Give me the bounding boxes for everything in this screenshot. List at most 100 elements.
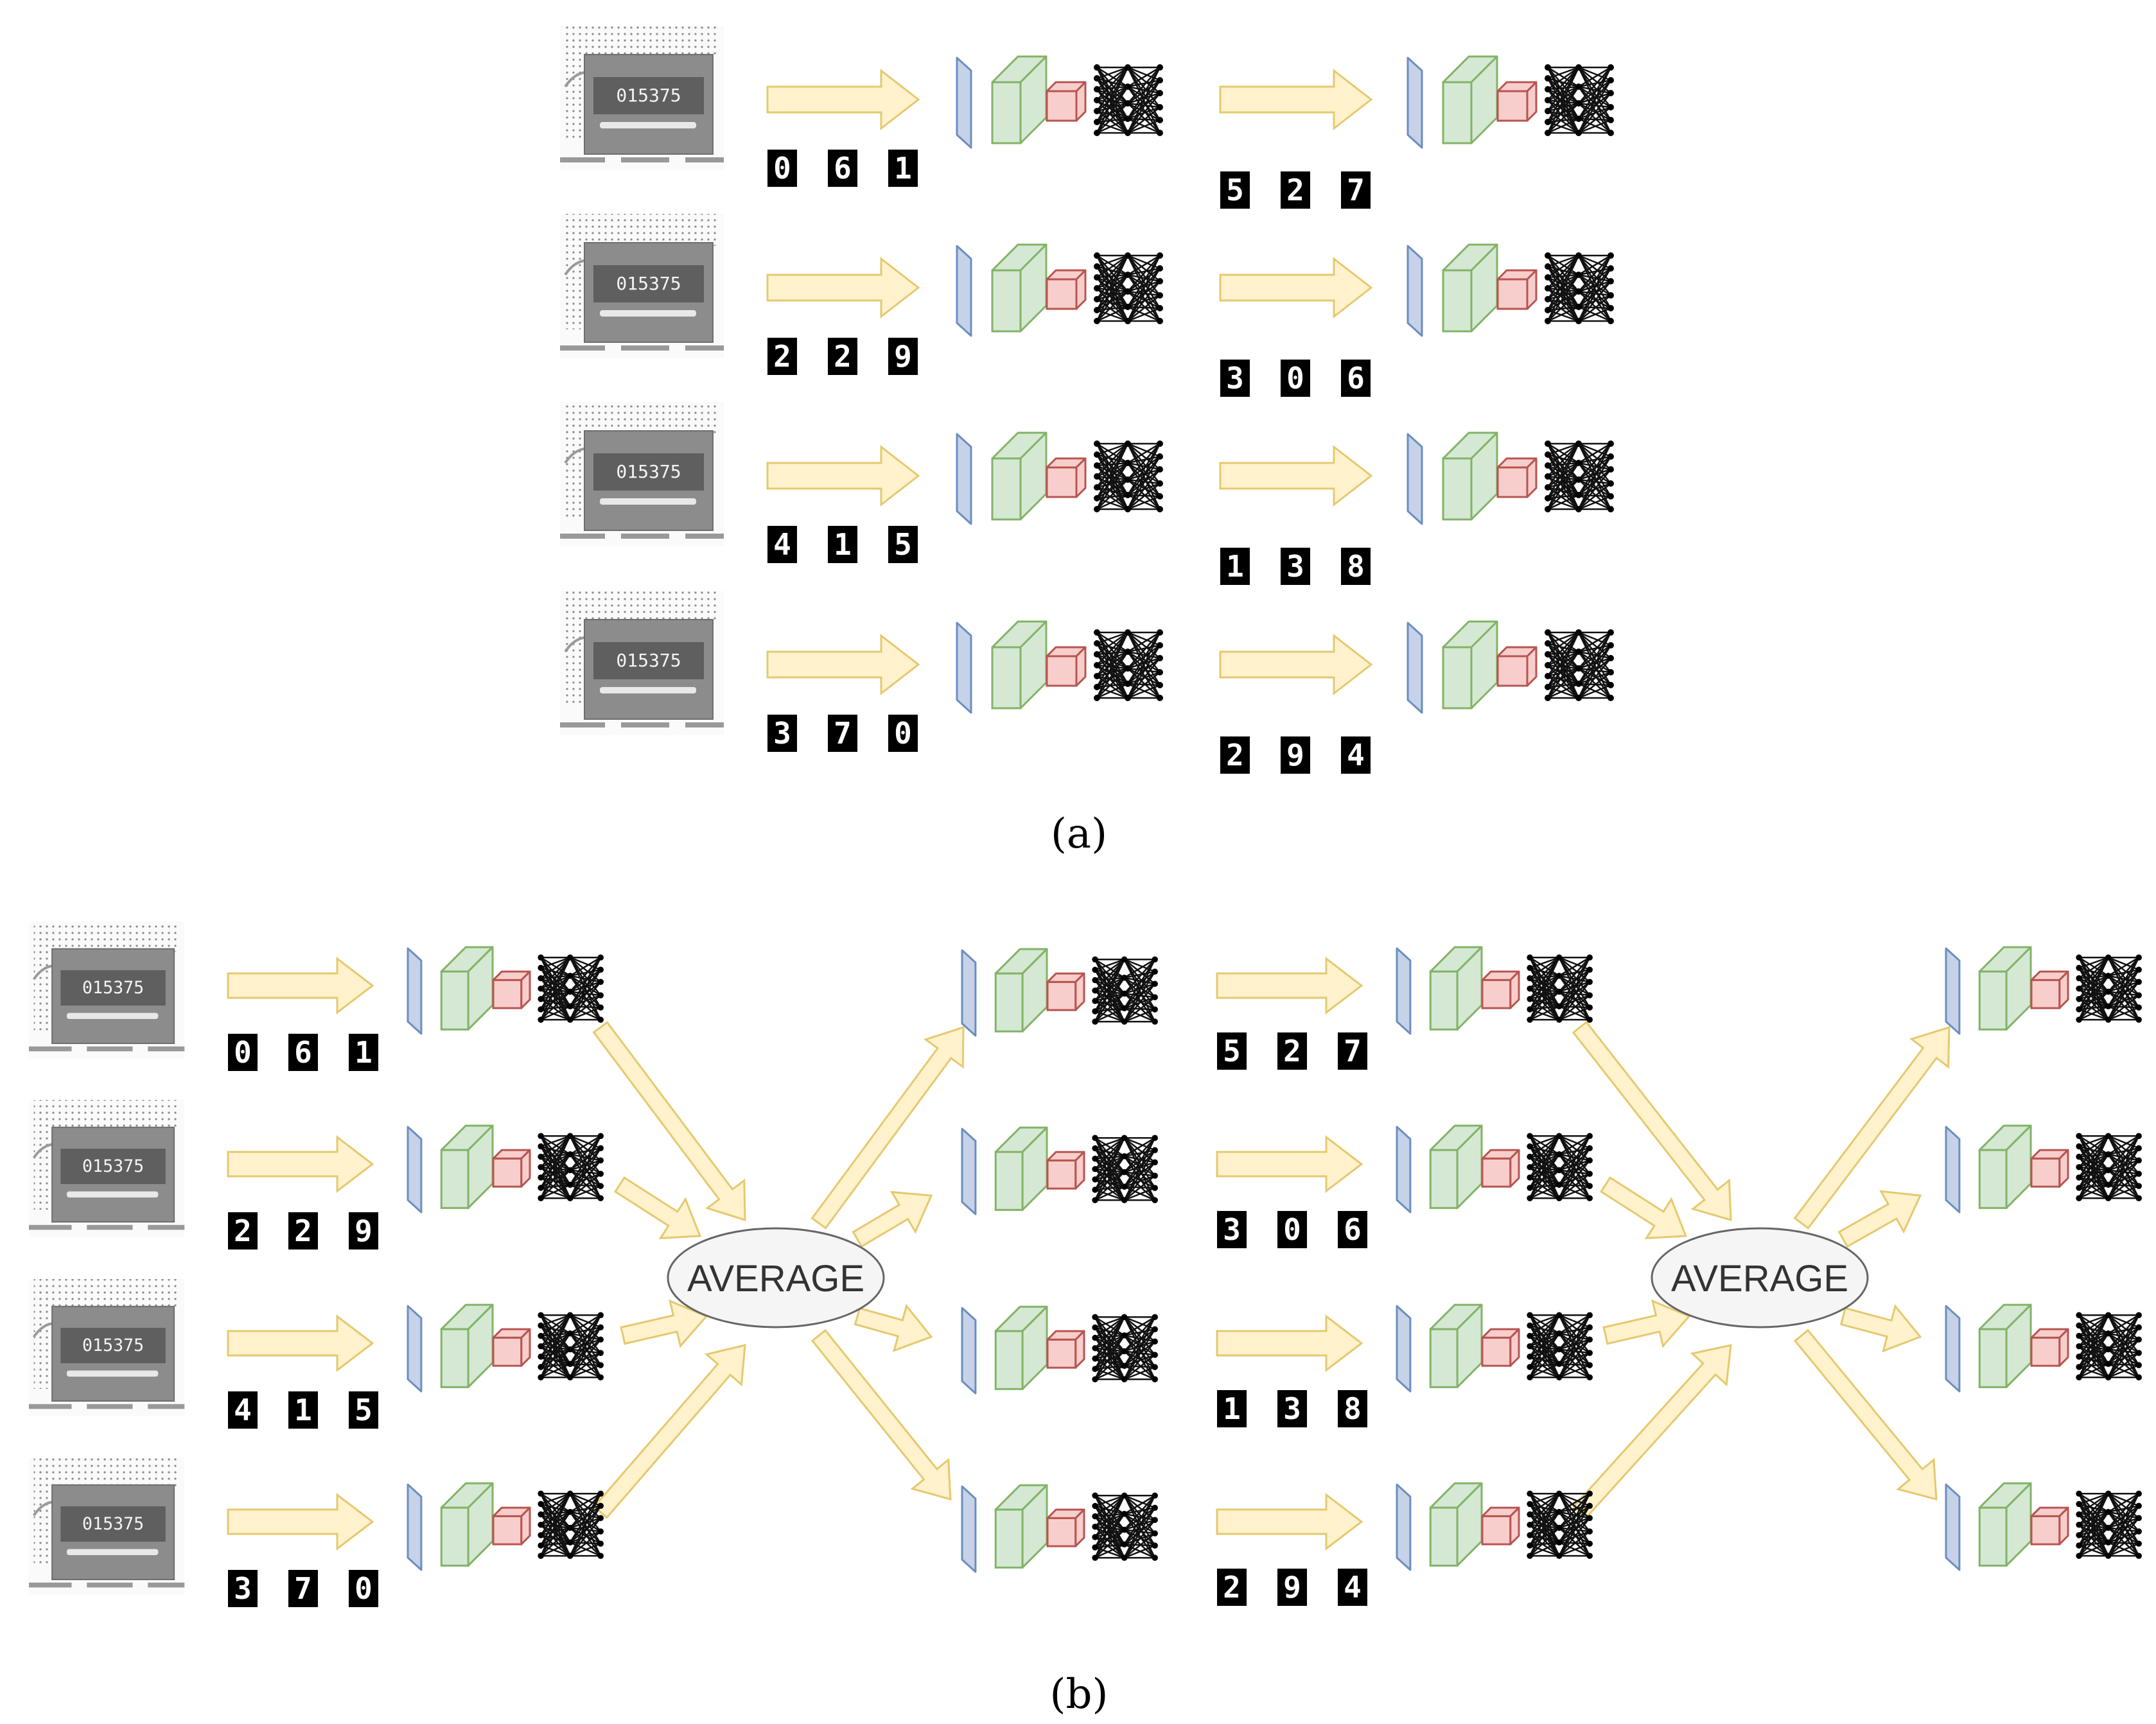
meter-reading: 015375 <box>616 85 681 106</box>
digit-tile <box>767 338 797 375</box>
digit-tile <box>349 1212 378 1249</box>
right-arrow <box>1219 444 1373 507</box>
right-arrow <box>1219 633 1373 696</box>
digit-tile <box>1217 1390 1247 1427</box>
digit-label: 5 <box>894 527 912 562</box>
digit-tile <box>349 1034 378 1071</box>
digit-label: 6 <box>1344 1212 1362 1247</box>
digit-tile <box>1217 1569 1247 1606</box>
meter-image: 015375 <box>560 591 724 735</box>
cnn-model <box>956 55 1163 149</box>
average-label: AVERAGE <box>687 1258 864 1300</box>
digit-label: 0 <box>1283 1212 1301 1247</box>
right-arrow <box>1219 68 1373 131</box>
meter-reading: 015375 <box>616 461 681 482</box>
cnn-model <box>1396 1482 1593 1571</box>
meter-image: 015375 <box>29 1100 185 1237</box>
arrow-from-average <box>1793 1328 1938 1501</box>
arrow-from-average <box>1839 1304 1922 1353</box>
digit-tile <box>1338 1569 1367 1606</box>
digit-tile <box>1217 1211 1247 1248</box>
cnn-model <box>1945 1482 2142 1571</box>
right-arrow <box>1216 1314 1363 1373</box>
cnn-model <box>1396 1124 1593 1214</box>
digit-tile <box>228 1570 258 1607</box>
digit-label: 6 <box>1347 361 1365 396</box>
meter-image: 015375 <box>560 402 724 546</box>
digit-label: 9 <box>1286 738 1304 772</box>
digit-label: 0 <box>773 151 791 186</box>
digit-label: 7 <box>1347 173 1365 207</box>
digit-tile <box>288 1212 318 1249</box>
digit-label: 2 <box>234 1214 252 1248</box>
right-arrow <box>227 956 374 1015</box>
digit-tile <box>1338 1390 1367 1427</box>
digit-label: 2 <box>773 339 791 374</box>
digit-tile <box>349 1570 378 1607</box>
digit-label: 0 <box>234 1035 252 1070</box>
digit-tile <box>1277 1211 1307 1248</box>
digit-tile <box>1281 736 1310 774</box>
arrow-to-average <box>1572 1344 1732 1519</box>
right-arrow <box>227 1492 374 1551</box>
cnn-model <box>961 1484 1158 1573</box>
digit-label: 9 <box>894 339 912 374</box>
digit-label: 5 <box>355 1393 372 1427</box>
digit-row: 4 1 5 <box>228 1391 378 1429</box>
right-arrow <box>227 1314 374 1373</box>
average-node-2: AVERAGE <box>1651 1227 1869 1328</box>
cnn-model <box>407 946 604 1035</box>
cnn-model <box>1407 620 1614 714</box>
meter-reading: 015375 <box>616 273 681 294</box>
right-arrow <box>766 68 920 131</box>
arrow-to-average <box>613 1176 702 1240</box>
digit-tile <box>767 526 797 563</box>
digit-tile <box>1217 1032 1247 1070</box>
meter-reading: 015375 <box>616 650 681 671</box>
digit-label: 2 <box>1226 738 1244 772</box>
right-arrow <box>1216 956 1363 1015</box>
meter-image: 015375 <box>29 1458 185 1595</box>
digit-label: 7 <box>834 716 852 751</box>
arrow-from-average <box>811 1025 965 1230</box>
digit-tile <box>1341 360 1371 397</box>
digit-tile <box>288 1570 318 1607</box>
digit-label: 4 <box>773 527 791 562</box>
digit-label: 1 <box>294 1393 312 1427</box>
digit-tile <box>1220 736 1250 774</box>
digit-label: 6 <box>294 1035 312 1070</box>
digit-label: 8 <box>1344 1391 1362 1426</box>
digit-label: 7 <box>1344 1034 1362 1068</box>
digit-label: 3 <box>234 1571 252 1606</box>
digit-tile <box>1338 1211 1367 1248</box>
right-arrow <box>766 256 920 319</box>
digit-tile <box>1220 360 1250 397</box>
arrow-to-average <box>592 1021 746 1222</box>
cnn-model <box>956 431 1163 525</box>
digit-label: 4 <box>234 1393 252 1427</box>
digit-tile <box>288 1034 318 1071</box>
cnn-model <box>1407 431 1614 525</box>
digit-tile <box>888 715 918 752</box>
digit-tile <box>828 526 857 563</box>
cnn-model <box>1945 1124 2142 1214</box>
cnn-model <box>1407 55 1614 149</box>
digit-label: 3 <box>1223 1212 1241 1247</box>
digit-tile <box>288 1391 318 1429</box>
digit-label: 5 <box>1226 173 1244 207</box>
digit-tile <box>888 338 918 375</box>
average-node-1: AVERAGE <box>667 1227 885 1328</box>
cnn-model <box>1945 946 2142 1035</box>
digit-label: 3 <box>1226 361 1244 396</box>
digit-tile <box>349 1391 378 1429</box>
